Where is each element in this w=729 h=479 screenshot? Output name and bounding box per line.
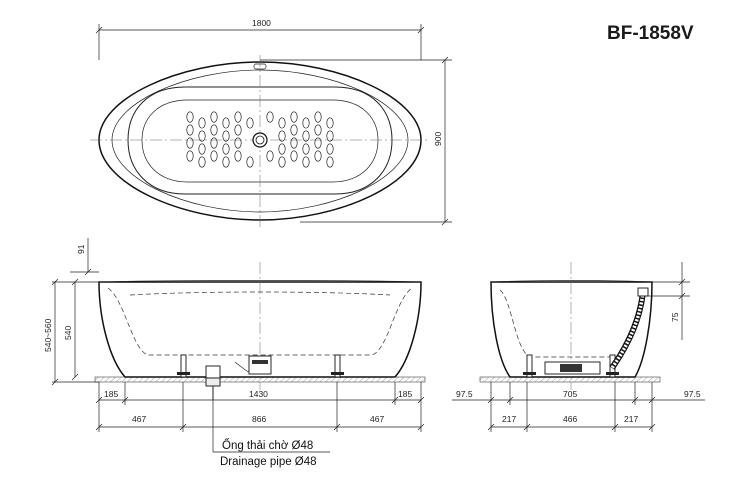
anti-slip-oval [326,130,334,142]
anti-slip-oval [314,137,322,149]
model-title: BF-1858V [607,23,694,44]
anti-slip-oval [198,143,206,155]
anti-slip-oval [246,156,254,168]
anti-slip-oval [290,124,298,136]
front-height-label: 540 [63,326,73,340]
anti-slip-oval [186,137,194,149]
front-dim-467-right: 467 [370,414,384,424]
anti-slip-oval [222,156,230,168]
anti-slip-oval [246,117,254,129]
side-view: 75 97.5 705 97.5 217 466 217 [452,262,705,432]
anti-slip-oval [210,137,218,149]
anti-slip-oval [314,111,322,123]
anti-slip-oval [186,111,194,123]
anti-slip-pattern [186,111,334,168]
anti-slip-oval [290,150,298,162]
side-overflow-label: 75 [670,312,680,322]
side-dim-466: 466 [563,414,577,424]
anti-slip-oval [278,130,286,142]
anti-slip-oval [302,130,310,142]
side-dim-705: 705 [563,389,577,399]
front-dim-1430: 1430 [249,389,268,399]
anti-slip-oval [302,156,310,168]
anti-slip-oval [314,124,322,136]
anti-slip-oval [314,150,322,162]
anti-slip-oval [210,111,218,123]
anti-slip-oval [278,143,286,155]
anti-slip-oval [326,117,334,129]
side-dim-217-left: 217 [502,414,516,424]
anti-slip-oval [222,143,230,155]
anti-slip-oval [326,143,334,155]
front-dim-467-left: 467 [132,414,146,424]
drain-label-en: Drainage pipe Ø48 [220,456,317,468]
anti-slip-oval [266,150,274,162]
front-rim-label: 91 [76,244,86,254]
front-height-range-label: 540~560 [43,318,53,352]
side-dim-217-right: 217 [624,414,638,424]
drain-label-vn: Ống thải chờ Ø48 [222,438,313,452]
anti-slip-oval [278,156,286,168]
anti-slip-oval [302,117,310,129]
top-view: 1800 900 [90,18,452,230]
top-depth-label: 900 [433,132,443,146]
side-drain-assembly [523,354,619,378]
anti-slip-oval [302,143,310,155]
anti-slip-oval [198,156,206,168]
drain-assembly [205,355,272,400]
anti-slip-oval [234,111,242,123]
anti-slip-oval [234,150,242,162]
anti-slip-oval [186,124,194,136]
anti-slip-oval [278,117,286,129]
front-view: 540~560 540 91 185 1430 185 467 866 467 [43,238,426,468]
anti-slip-oval [222,117,230,129]
anti-slip-oval [198,130,206,142]
anti-slip-oval [210,150,218,162]
anti-slip-oval [210,124,218,136]
front-dim-185-right: 185 [398,389,412,399]
front-dim-185-left: 185 [104,389,118,399]
anti-slip-oval [326,156,334,168]
anti-slip-oval [234,137,242,149]
anti-slip-oval [290,137,298,149]
anti-slip-oval [266,111,274,123]
anti-slip-oval [198,117,206,129]
side-dim-97-left: 97.5 [456,389,473,399]
top-width-label: 1800 [252,18,271,28]
front-dim-866: 866 [252,414,266,424]
anti-slip-oval [222,130,230,142]
anti-slip-oval [186,150,194,162]
anti-slip-oval [290,111,298,123]
side-dim-97-right: 97.5 [684,389,701,399]
adjustable-foot [177,354,344,378]
anti-slip-oval [234,124,242,136]
drain-icon [252,132,268,148]
